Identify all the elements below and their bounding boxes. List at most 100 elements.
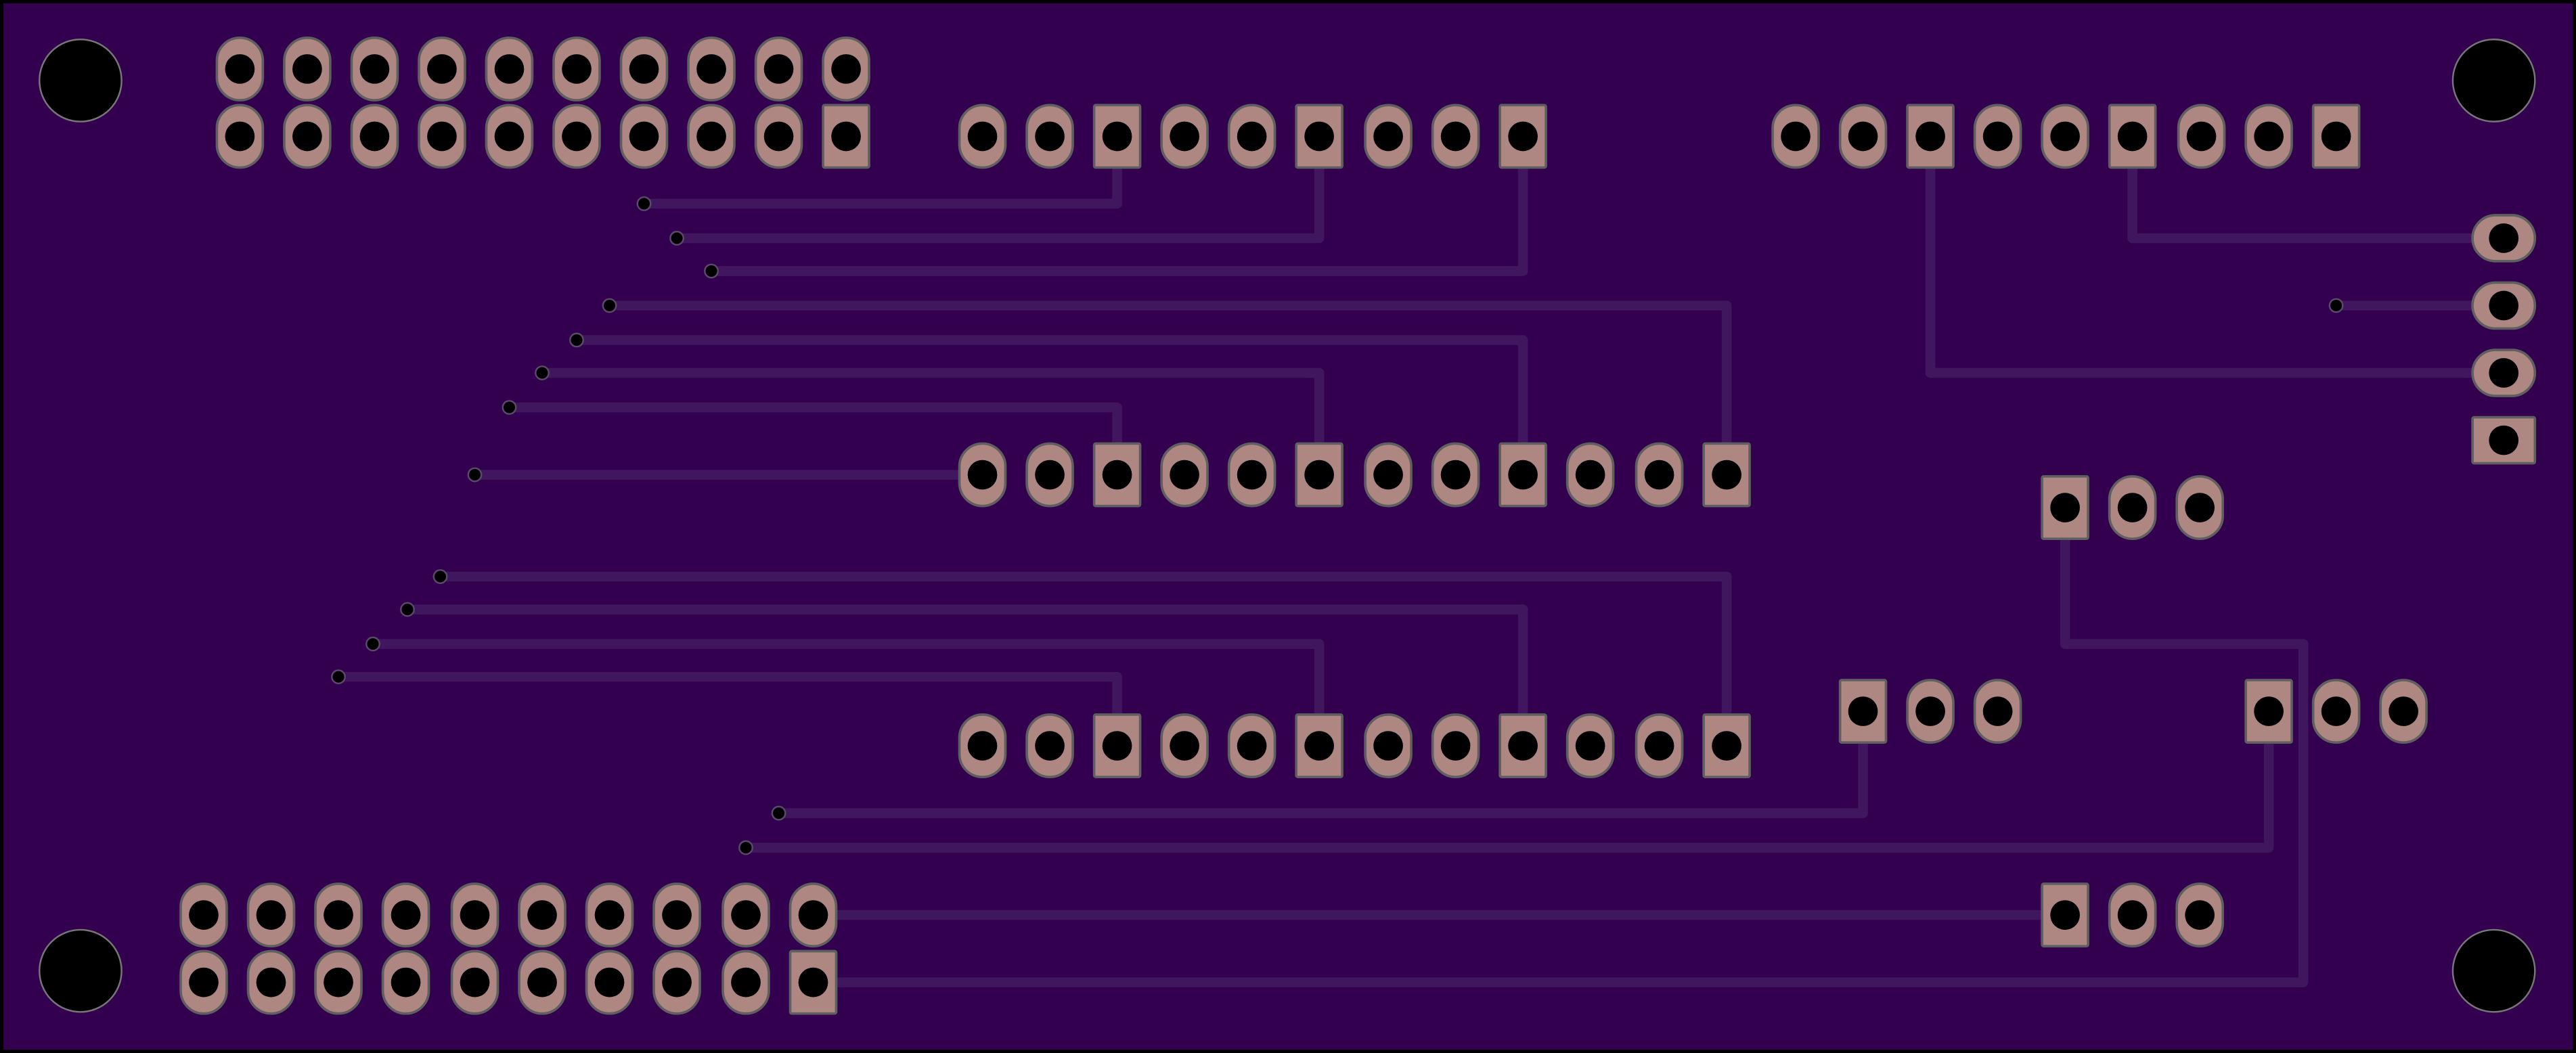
- drill-hole: [1170, 460, 1199, 490]
- drill-hole: [2254, 696, 2284, 726]
- drill-hole: [494, 121, 525, 152]
- drill-hole: [1237, 121, 1267, 152]
- drill-hole: [1035, 460, 1065, 490]
- drill-hole: [1440, 731, 1471, 761]
- drill-hole: [1102, 121, 1132, 152]
- drill-hole: [256, 900, 286, 930]
- via: [2328, 298, 2344, 313]
- drill-hole: [731, 900, 761, 930]
- drill-hole: [527, 967, 557, 998]
- drill-hole: [1781, 121, 1811, 152]
- drill-hole: [1304, 460, 1334, 490]
- drill-hole: [662, 900, 692, 930]
- drill-hole: [696, 54, 726, 84]
- drill-hole: [1102, 460, 1132, 490]
- mounting-hole: [2451, 39, 2536, 122]
- drill-hole: [2321, 121, 2351, 152]
- drill-hole: [2117, 900, 2148, 930]
- drill-hole: [2117, 121, 2148, 152]
- drill-hole: [1848, 696, 1878, 726]
- copper-trace: [407, 604, 1528, 746]
- drill-hole: [292, 54, 322, 84]
- drill-hole: [1644, 731, 1674, 761]
- drill-hole: [460, 900, 490, 930]
- drill-hole: [359, 54, 390, 84]
- drill-hole: [225, 121, 255, 152]
- mounting-hole: [2451, 928, 2536, 1013]
- drill-hole: [594, 900, 625, 930]
- drill-hole: [2185, 900, 2215, 930]
- drill-hole: [1373, 121, 1403, 152]
- drill-hole: [594, 967, 625, 998]
- via: [669, 231, 684, 246]
- drill-hole: [2321, 696, 2351, 726]
- pads-layer: [179, 37, 2537, 1015]
- drill-hole: [1644, 460, 1674, 490]
- drill-hole: [1508, 121, 1538, 152]
- drill-hole: [731, 967, 761, 998]
- drill-hole: [1440, 460, 1471, 490]
- drill-hole: [629, 54, 659, 84]
- drill-hole: [831, 121, 861, 152]
- drill-hole: [2489, 358, 2519, 388]
- via: [331, 669, 346, 685]
- via: [467, 467, 483, 483]
- copper-trace: [813, 508, 2309, 987]
- drill-hole: [1102, 731, 1132, 761]
- drill-hole: [1373, 731, 1403, 761]
- drill-hole: [1508, 731, 1538, 761]
- via: [704, 263, 719, 279]
- via: [569, 332, 584, 348]
- mounting-holes: [39, 39, 2536, 1013]
- drill-hole: [292, 121, 322, 152]
- drill-hole: [2050, 121, 2080, 152]
- via: [771, 805, 786, 821]
- drill-hole: [1035, 121, 1065, 152]
- drill-hole: [1575, 731, 1605, 761]
- drill-hole: [1035, 731, 1065, 761]
- drill-hole: [189, 967, 219, 998]
- drill-hole: [1982, 121, 2013, 152]
- drill-hole: [562, 121, 592, 152]
- drill-hole: [1915, 121, 1945, 152]
- via: [502, 400, 517, 415]
- copper-trace: [440, 571, 1732, 746]
- drill-hole: [391, 900, 421, 930]
- drill-hole: [1982, 696, 2013, 726]
- copper-trace: [609, 300, 1732, 475]
- vias-layer: [331, 196, 2344, 855]
- drill-hole: [527, 900, 557, 930]
- drill-hole: [2489, 425, 2519, 455]
- via: [432, 569, 448, 584]
- drill-hole: [1237, 460, 1267, 490]
- drill-hole: [831, 54, 861, 84]
- drill-hole: [562, 54, 592, 84]
- drill-hole: [2254, 121, 2284, 152]
- drill-hole: [1712, 460, 1741, 490]
- via: [400, 602, 415, 617]
- copper-trace: [745, 711, 2274, 853]
- drill-hole: [1575, 460, 1605, 490]
- drill-hole: [391, 967, 421, 998]
- drill-hole: [2489, 223, 2519, 253]
- drill-hole: [763, 121, 794, 152]
- drill-hole: [460, 967, 490, 998]
- drill-hole: [359, 121, 390, 152]
- drill-hole: [1304, 731, 1334, 761]
- drill-hole: [256, 967, 286, 998]
- copper-trace: [2127, 136, 2504, 244]
- mounting-hole: [39, 928, 123, 1013]
- drill-hole: [1304, 121, 1334, 152]
- drill-hole: [2489, 290, 2519, 321]
- drill-hole: [967, 121, 998, 152]
- drill-hole: [1440, 121, 1471, 152]
- drill-hole: [696, 121, 726, 152]
- drill-hole: [1915, 696, 1945, 726]
- drill-hole: [189, 900, 219, 930]
- drill-hole: [1237, 731, 1267, 761]
- drill-hole: [225, 54, 255, 84]
- copper-trace: [778, 711, 1868, 818]
- drill-hole: [2185, 493, 2215, 522]
- drill-hole: [2050, 900, 2080, 930]
